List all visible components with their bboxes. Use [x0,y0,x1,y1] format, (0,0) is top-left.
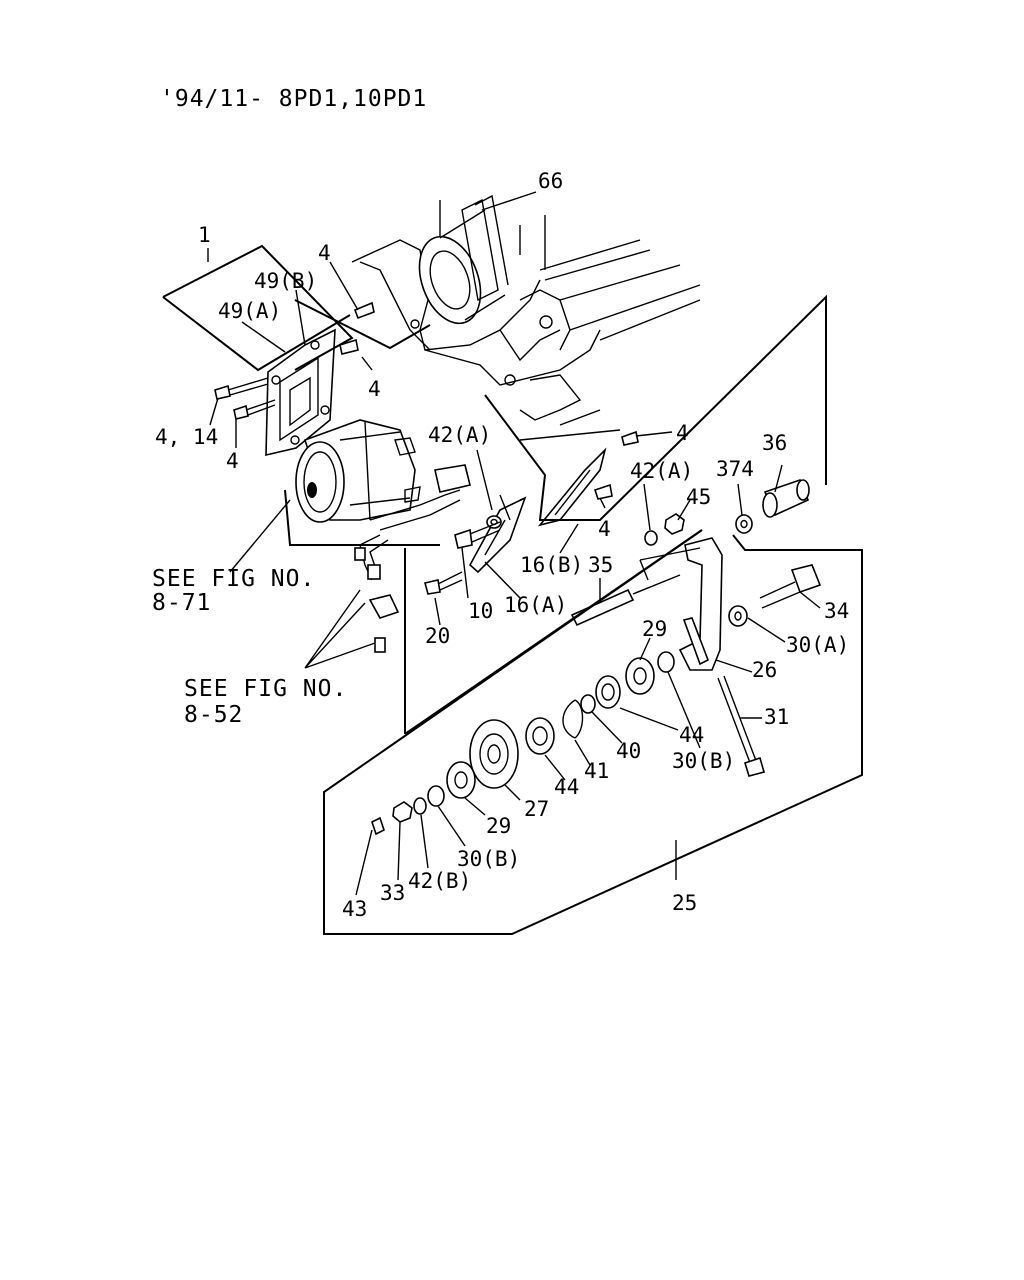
callout-26: 26 [752,658,777,682]
callout-20: 20 [425,624,450,648]
callout-1: 1 [198,223,211,247]
callout-42a-left: 42(A) [428,423,491,447]
callout-35: 35 [588,553,613,577]
leader-lines [207,191,821,896]
callout-33: 33 [380,881,405,905]
callout-16b: 16(B) [520,553,583,577]
callout-16a: 16(A) [504,593,567,617]
callout-29-lower: 29 [486,814,511,838]
callout-44-upper: 44 [679,723,704,747]
callout-36: 36 [762,431,787,455]
callout-40: 40 [616,739,641,763]
callout-31: 31 [764,705,789,729]
callout-4-14: 4, 14 [155,425,218,449]
callout-4-mid: 4 [368,377,381,401]
callout-30b-lower: 30(B) [457,847,520,871]
callout-41: 41 [584,759,609,783]
reference-8-52-line1: SEE FIG NO. [184,676,347,702]
callout-4-left: 4 [226,449,239,473]
diagram-title: '94/11- 8PD1,10PD1 [160,86,427,112]
callout-29-upper: 29 [642,617,667,641]
callout-27: 27 [524,797,549,821]
callout-42a-right: 42(A) [630,459,693,483]
callout-34: 34 [824,599,849,623]
callout-45: 45 [686,485,711,509]
callout-42b: 42(B) [408,869,471,893]
callout-43: 43 [342,897,367,921]
callout-4-right: 4 [676,421,689,445]
callout-66: 66 [538,169,563,193]
group-frame-25 [323,294,863,935]
callout-30a: 30(A) [786,633,849,657]
callout-30b-upper: 30(B) [672,749,735,773]
callout-25: 25 [672,891,697,915]
callout-4-bracket: 4 [598,517,611,541]
callout-374: 374 [716,457,754,481]
callout-44-lower: 44 [554,775,579,799]
callout-10: 10 [468,599,493,623]
compressor-drawing [295,419,471,653]
reference-8-52-line2: 8-52 [184,702,243,728]
reference-8-71-line2: 8-71 [152,590,211,616]
engine-block-drawing [351,194,701,441]
callout-49a: 49(A) [218,299,281,323]
callout-49b: 49(B) [254,269,317,293]
idler-assembly-drawing [371,478,822,836]
callout-4-top: 4 [318,241,331,265]
reference-8-71-line1: SEE FIG NO. [152,566,315,592]
group-frame-1 [162,244,440,734]
bolt-4-drawings [214,301,639,500]
